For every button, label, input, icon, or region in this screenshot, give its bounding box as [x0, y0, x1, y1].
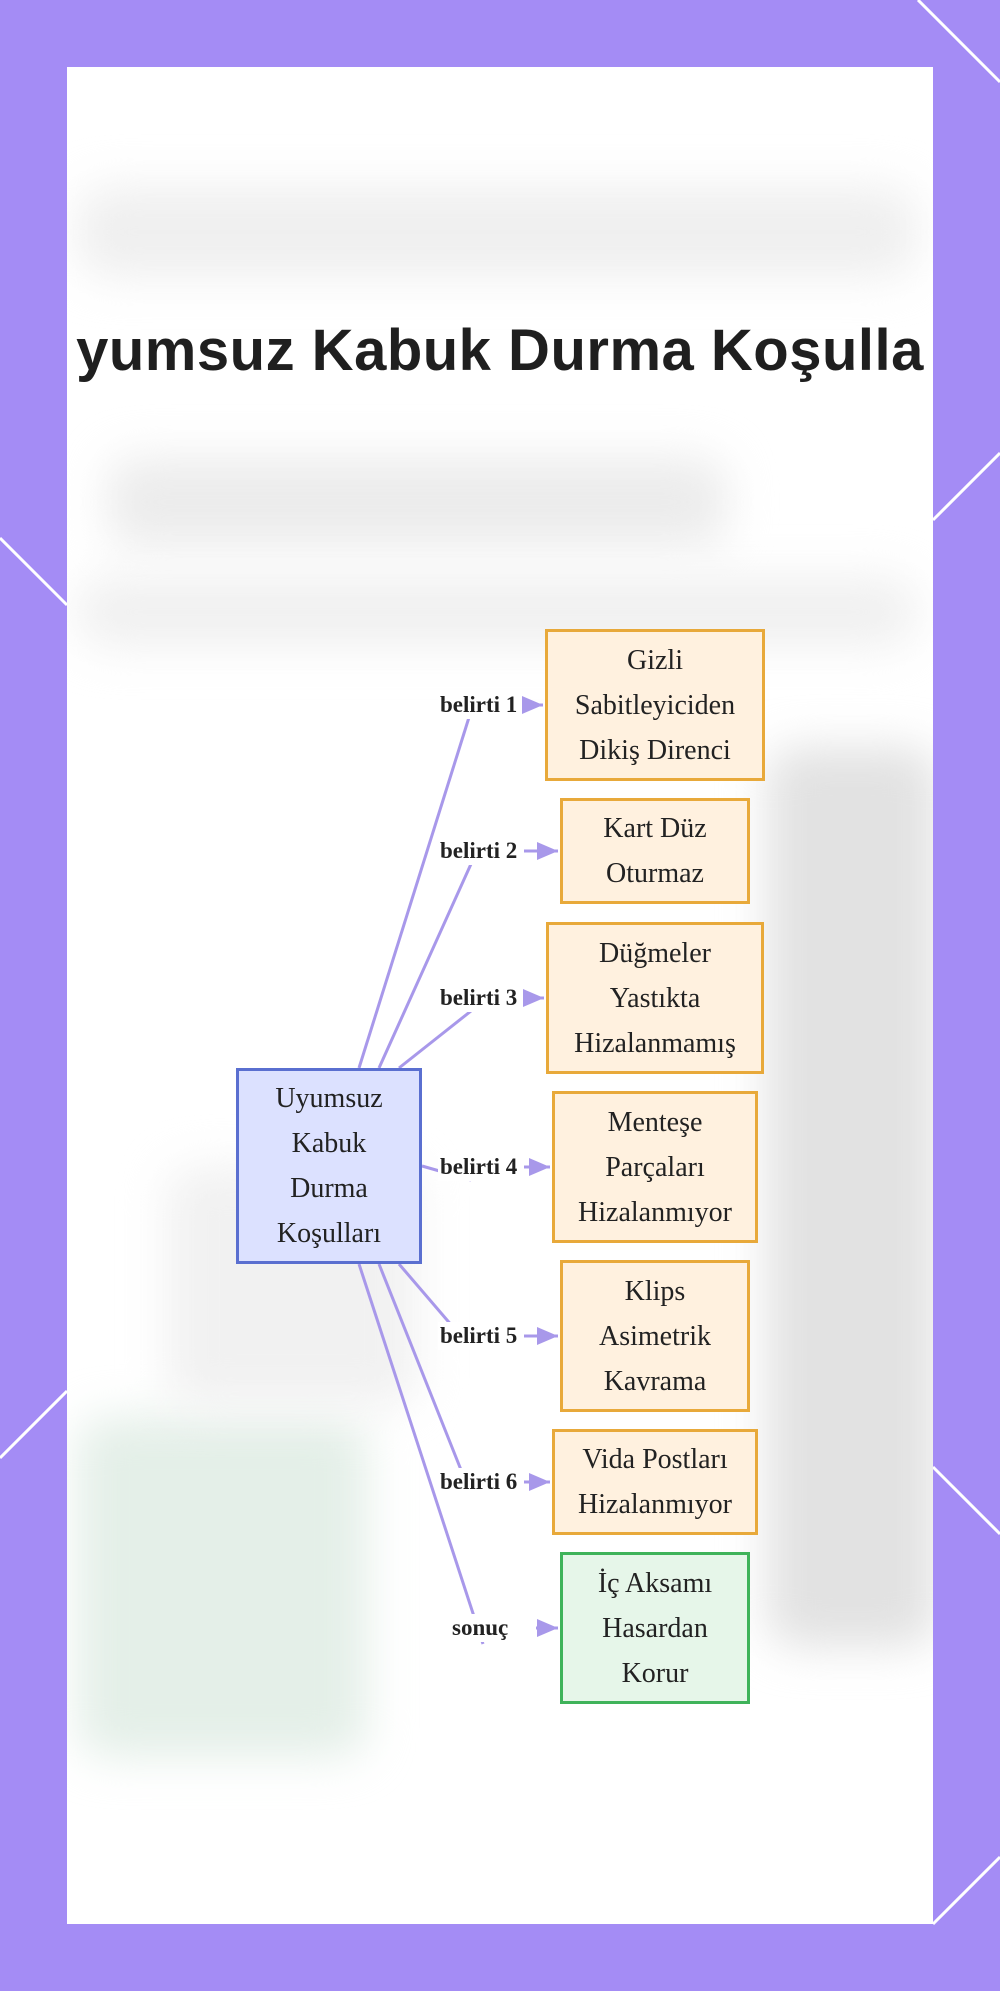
connector-line: [357, 710, 473, 1069]
center-node: Uyumsuz Kabuk Durma Koşulları: [236, 1068, 422, 1264]
edge-label: belirti 3: [438, 984, 520, 1012]
symptom-node: Düğmeler Yastıkta Hizalanmamış: [546, 922, 764, 1074]
background-blur: [77, 187, 917, 277]
symptom-node: Klips Asimetrik Kavrama: [560, 1260, 750, 1412]
symptom-node: Kart Düz Oturmaz: [560, 798, 750, 904]
connector-line: [377, 1263, 473, 1496]
background-blur: [107, 457, 727, 547]
connector-line: [398, 1009, 472, 1070]
edge-label: belirti 5: [438, 1322, 520, 1350]
background-blur: [77, 1417, 367, 1757]
page-title: yumsuz Kabuk Durma Koşulla: [76, 317, 924, 383]
result-node: İç Aksamı Hasardan Korur: [560, 1552, 750, 1704]
edge-label: belirti 6: [438, 1468, 520, 1496]
background-blur: [77, 577, 917, 647]
edge-label: belirti 2: [438, 837, 520, 865]
symptom-node: Gizli Sabitleyiciden Dikiş Direnci: [545, 629, 765, 781]
symptom-node: Menteşe Parçaları Hizalanmıyor: [552, 1091, 758, 1243]
edge-label: sonuç: [450, 1614, 511, 1642]
diagram-edges: [357, 696, 558, 1645]
symptom-node: Vida Postları Hizalanmıyor: [552, 1429, 758, 1535]
connector-line: [377, 863, 473, 1069]
edge-label: belirti 1: [438, 691, 520, 719]
background-blur: [767, 747, 933, 1647]
connector-line: [357, 1263, 485, 1645]
content-card: yumsuz Kabuk Durma Koşulla Uyumsuz Kabuk…: [67, 67, 933, 1924]
edge-label: belirti 4: [438, 1153, 520, 1181]
